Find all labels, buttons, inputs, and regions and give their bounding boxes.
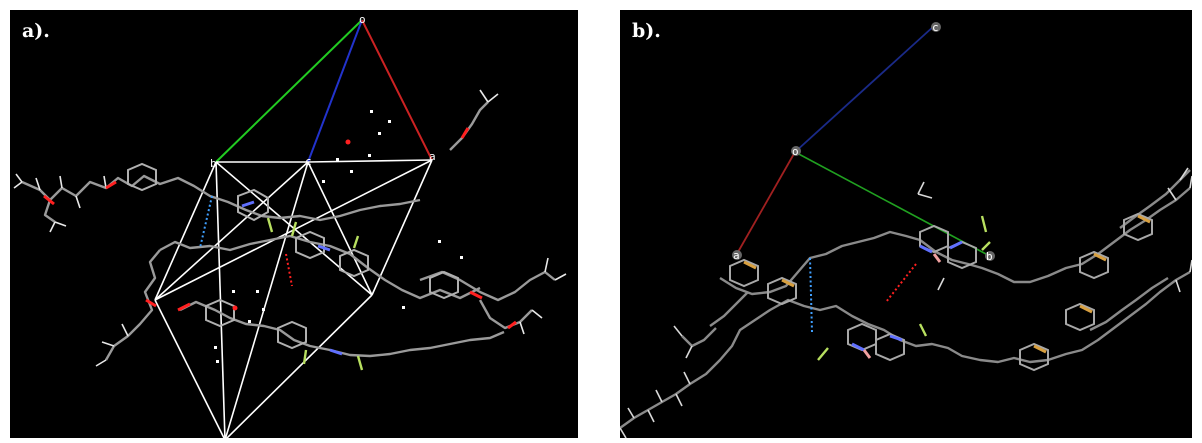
- panel-b-label: b).: [632, 20, 661, 42]
- interaction-blue-line: [809, 257, 813, 333]
- aromatic-rings: [127, 162, 459, 350]
- axis-b-label: b: [986, 250, 993, 263]
- axis-c-label: c: [305, 155, 312, 168]
- axis-a-line: [361, 19, 433, 161]
- hydrogen-bonds: [13, 89, 567, 367]
- axis-label-markers: [732, 22, 995, 261]
- panel-a-label: a).: [22, 20, 50, 42]
- axis-a-label: a: [733, 249, 740, 262]
- crystal-packing-view-a: o b c a: [13, 13, 567, 438]
- axis-c-line: [307, 19, 363, 163]
- panel-b: c o a b b).: [620, 10, 1192, 438]
- heteroatoms: [743, 214, 1151, 361]
- axis-b-label: b: [210, 157, 217, 170]
- interaction-red-line: [285, 253, 293, 287]
- heteroatoms: [43, 127, 517, 371]
- molecule-skeletons: [620, 169, 1191, 429]
- crystal-packing-view-b: c o a b: [620, 21, 1192, 438]
- panel-a: o b c a a).: [10, 10, 578, 438]
- isolated-atoms: [214, 110, 463, 363]
- hydrogen-bonds: [620, 167, 1192, 438]
- molecule-skeletons: [21, 101, 556, 361]
- axis-c-label: c: [932, 21, 939, 34]
- origin-label: o: [359, 13, 366, 26]
- axis-c-line: [794, 25, 935, 153]
- interaction-red-line: [885, 263, 917, 303]
- aromatic-rings: [729, 212, 1153, 372]
- unit-cell-edges: [154, 159, 433, 438]
- origin-label: o: [792, 145, 799, 158]
- interaction-blue-line: [199, 195, 213, 249]
- axis-b-line: [794, 151, 987, 255]
- axis-a-label: a: [429, 150, 436, 163]
- axis-b-line: [215, 19, 363, 163]
- axis-a-line: [737, 151, 796, 253]
